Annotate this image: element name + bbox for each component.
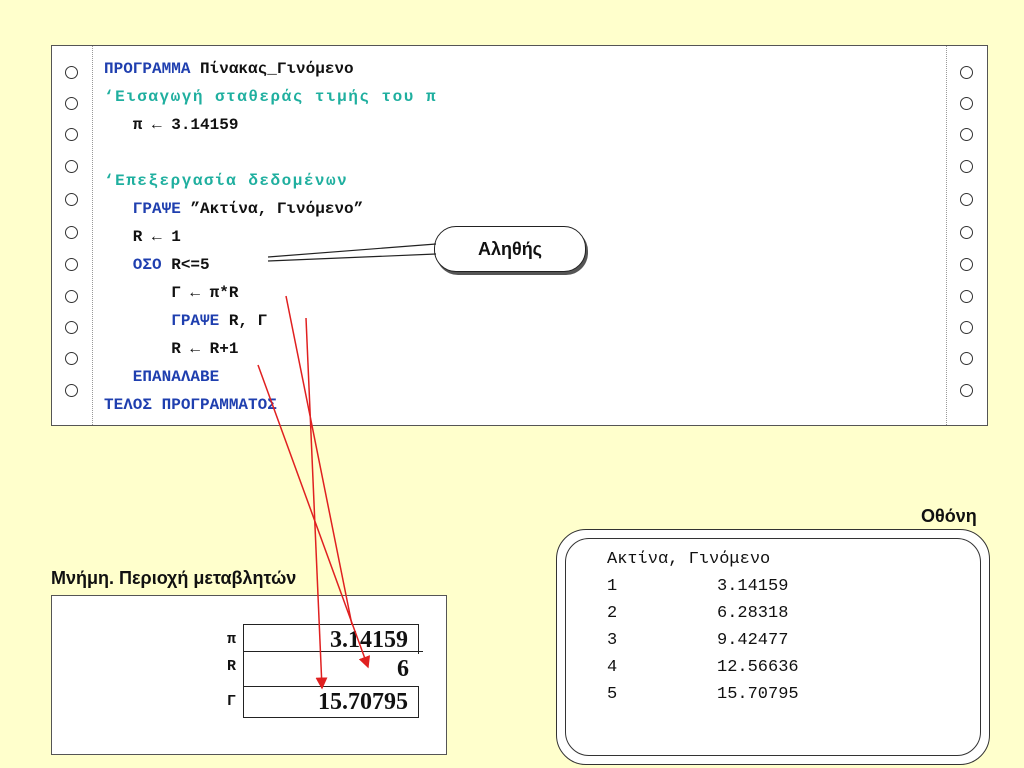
screen-title: Οθόνη: [921, 506, 977, 526]
code-keyword: ΕΠΑΝΑΛΑΒΕ: [104, 368, 220, 386]
code-line: ‘Εισαγωγή σταθεράς τιμής του π: [104, 86, 437, 108]
punch-hole-icon: [65, 258, 78, 271]
code-keyword: ΓΡΑΨΕ: [104, 312, 220, 330]
punch-hole-icon: [65, 128, 78, 141]
var-value-gamma: 15.70795: [243, 686, 419, 718]
output-header: Ακτίνα, Γινόμενο: [607, 550, 771, 569]
output-radius: 3: [607, 631, 618, 650]
var-value-r: 6: [243, 654, 419, 686]
code-text: R ← R+1: [104, 340, 239, 358]
code-comment: ‘Επεξεργασία δεδομένων: [104, 172, 349, 190]
output-radius: 1: [607, 577, 618, 596]
code-text: Γ ← π*R: [104, 284, 239, 302]
code-line: ΤΕΛΟΣ ΠΡΟΓΡΑΜΜΑΤΟΣ: [104, 394, 277, 416]
output-row: 5 15.70795: [607, 681, 907, 708]
punch-hole-icon: [65, 384, 78, 397]
memory-divider: [243, 651, 423, 652]
code-line: R ← R+1: [104, 338, 238, 360]
output-row: 2 6.28318: [607, 600, 907, 627]
output-product: 15.70795: [717, 685, 799, 704]
code-line: ΟΣΟ R<=5: [104, 254, 210, 276]
code-text: R ← 1: [104, 228, 181, 246]
code-line: R ← 1: [104, 226, 181, 248]
code-line: ΓΡΑΨΕ ”Ακτίνα, Γινόμενο”: [104, 198, 363, 220]
punch-hole-icon: [960, 128, 973, 141]
code-text: R<=5: [161, 256, 210, 274]
var-name-r: R: [227, 658, 237, 675]
punch-hole-icon: [65, 290, 78, 303]
code-text: π ← 3.14159: [104, 116, 239, 134]
code-keyword: ΠΡΟΓΡΑΜΜΑ: [104, 60, 191, 78]
punch-hole-icon: [65, 160, 78, 173]
punch-hole-icon: [960, 66, 973, 79]
var-name-pi: π: [227, 631, 237, 648]
punch-hole-icon: [65, 352, 78, 365]
memory-panel: π R Γ 3.14159 6 15.70795: [51, 595, 447, 755]
punch-hole-icon: [960, 258, 973, 271]
code-line: ΠΡΟΓΡΑΜΜΑ Πίνακας_Γινόμενο: [104, 58, 354, 80]
code-keyword: ΤΕΛΟΣ ΠΡΟΓΡΑΜΜΑΤΟΣ: [104, 396, 277, 414]
punch-hole-icon: [960, 321, 973, 334]
screen-panel: Ακτίνα, Γινόμενο 1 3.14159 2 6.28318 3 9.4247…: [556, 529, 990, 765]
code-line: ΓΡΑΨΕ R, Γ: [104, 310, 267, 332]
output-product: 3.14159: [717, 577, 789, 596]
code-line: Γ ← π*R: [104, 282, 238, 304]
punch-hole-icon: [65, 66, 78, 79]
punch-hole-icon: [960, 290, 973, 303]
memory-title: Μνήμη. Περιοχή μεταβλητών: [51, 568, 297, 588]
code-keyword: ΓΡΑΨΕ: [104, 200, 181, 218]
condition-callout: Αληθής: [434, 226, 586, 272]
code-comment: ‘Εισαγωγή σταθεράς τιμής του π: [104, 88, 438, 106]
punch-hole-icon: [960, 97, 973, 110]
code-text: ”Ακτίνα, Γινόμενο”: [180, 200, 364, 218]
output-radius: 4: [607, 658, 618, 677]
code-text: R, Γ: [219, 312, 268, 330]
var-name-gamma: Γ: [227, 693, 237, 710]
punch-hole-icon: [65, 97, 78, 110]
screen-inner-frame: [565, 538, 981, 756]
output-product: 6.28318: [717, 604, 789, 623]
callout-label: Αληθής: [477, 238, 543, 259]
punch-hole-icon: [960, 160, 973, 173]
punch-hole-icon: [960, 226, 973, 239]
right-punch-holes: [946, 46, 987, 425]
output-radius: 5: [607, 685, 618, 704]
punch-hole-icon: [960, 384, 973, 397]
punch-hole-icon: [960, 352, 973, 365]
output-row: 4 12.56636: [607, 654, 907, 681]
output-product: 9.42477: [717, 631, 789, 650]
punch-hole-icon: [65, 321, 78, 334]
left-punch-holes: [52, 46, 93, 425]
punch-hole-icon: [65, 226, 78, 239]
code-text: Πίνακας_Γινόμενο: [190, 60, 354, 78]
code-line: π ← 3.14159: [104, 114, 239, 136]
code-keyword: ΟΣΟ: [104, 256, 162, 274]
code-line: ‘Επεξεργασία δεδομένων: [104, 170, 348, 192]
output-radius: 2: [607, 604, 618, 623]
code-panel: ΠΡΟΓΡΑΜΜΑ Πίνακας_Γινόμενο ‘Εισαγωγή σταθ…: [51, 45, 988, 426]
output-product: 12.56636: [717, 658, 799, 677]
code-line: ΕΠΑΝΑΛΑΒΕ: [104, 366, 219, 388]
output-row: 1 3.14159: [607, 573, 907, 600]
punch-hole-icon: [960, 193, 973, 206]
punch-hole-icon: [65, 193, 78, 206]
output-row: 3 9.42477: [607, 627, 907, 654]
